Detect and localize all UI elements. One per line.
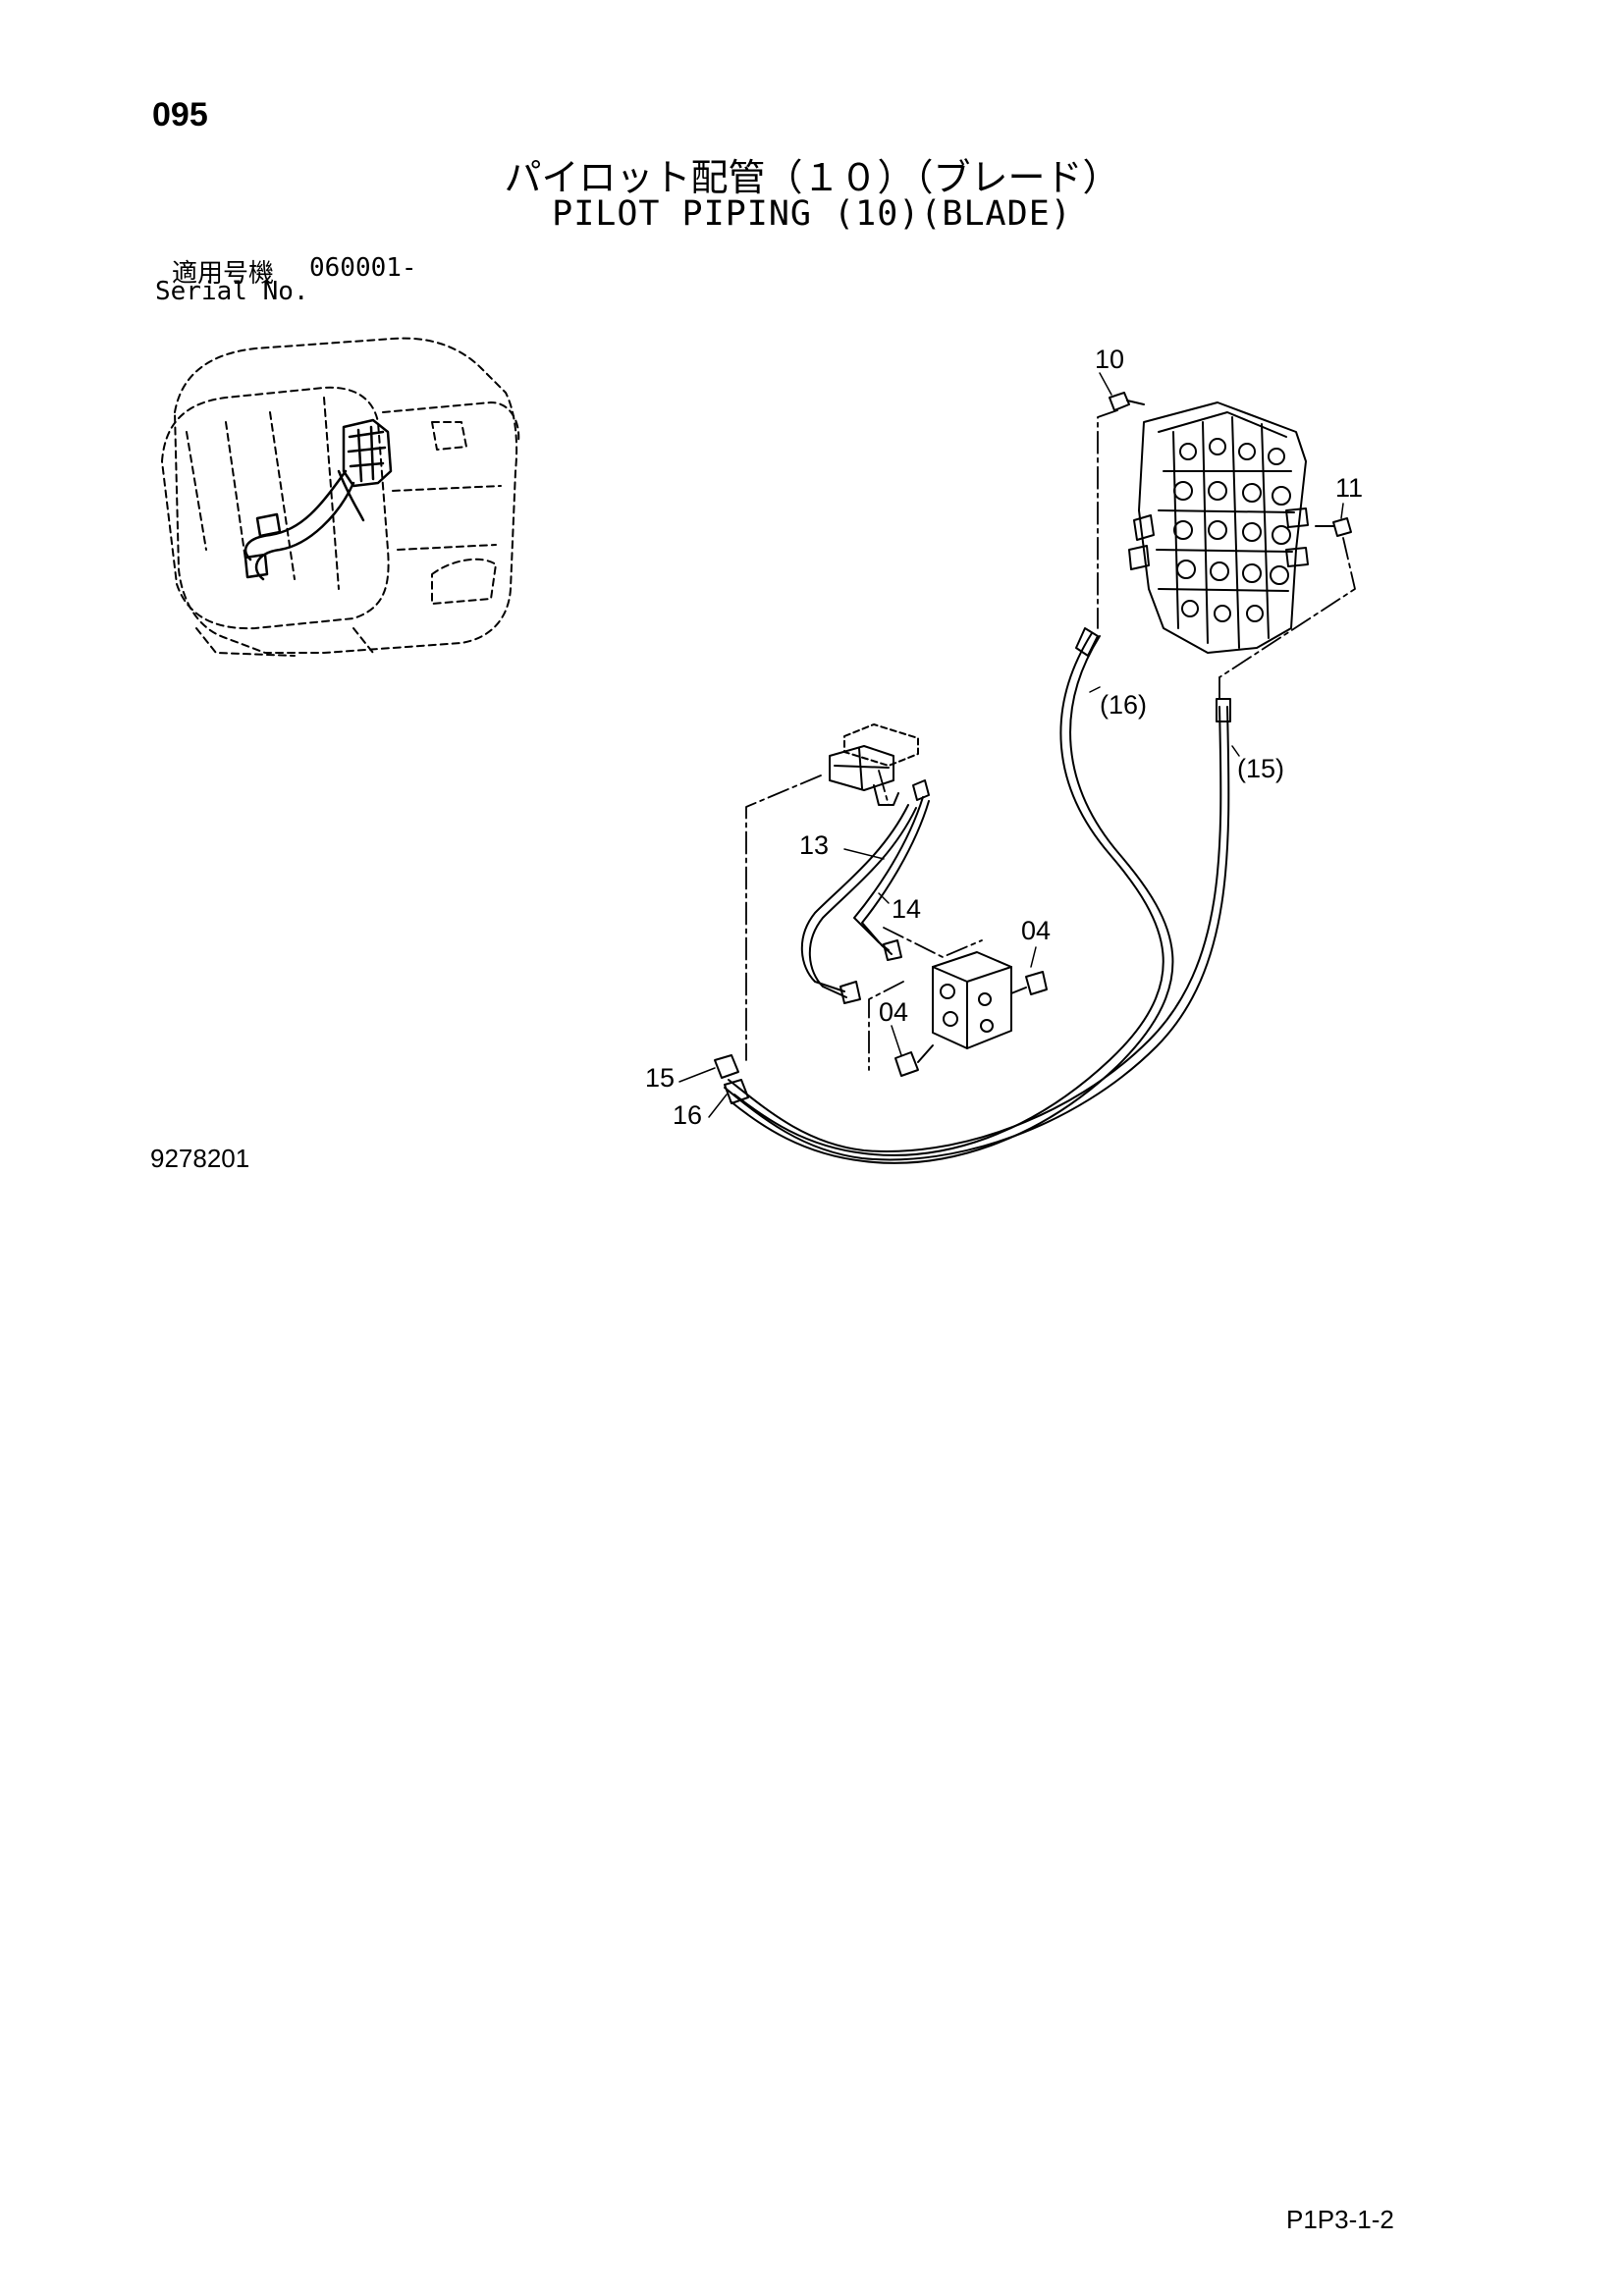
- hose-16: [730, 627, 1174, 1164]
- callout-15: 15: [645, 1063, 675, 1093]
- hose-15: [724, 698, 1231, 1161]
- fitting-10: [1109, 392, 1145, 411]
- callout-04-lower: 04: [879, 997, 908, 1027]
- fitting-04-right: [1025, 971, 1048, 995]
- callout-11: 11: [1335, 473, 1363, 503]
- callout-04-right: 04: [1021, 916, 1051, 945]
- callout-labels: 10 11 (16) (15) 13 14 04 04 15 16: [645, 345, 1363, 1130]
- fitting-15-16-left: [714, 1054, 749, 1104]
- drawing-number: 9278201: [150, 1144, 250, 1173]
- connection-leader-lines: [745, 409, 1356, 1071]
- callout-leaders: [678, 372, 1344, 1118]
- hose-14: [853, 796, 930, 961]
- control-valve-assembly: [1128, 401, 1309, 654]
- title-english: PILOT PIPING (10)(BLADE): [552, 194, 1072, 234]
- callout-16: 16: [673, 1100, 702, 1130]
- page-number: 095: [152, 96, 208, 133]
- pilot-valve: [829, 723, 930, 806]
- serial-number-value: 060001-: [309, 253, 417, 283]
- callout-14: 14: [892, 894, 921, 924]
- machine-location-inset: [161, 337, 520, 657]
- fitting-04-lower: [894, 1044, 934, 1077]
- inset-control-valve-highlight: [244, 418, 393, 581]
- serial-label-japanese: 適用号機: [172, 259, 275, 289]
- solenoid-valve-block: [932, 951, 1027, 1049]
- callout-15-ref: (15): [1237, 754, 1284, 783]
- hose-13: [800, 804, 917, 1004]
- title-japanese: パイロット配管（１０）（ブレード）: [504, 156, 1120, 199]
- page-code: P1P3-1-2: [1286, 2205, 1394, 2234]
- fitting-11: [1315, 517, 1352, 537]
- callout-16-ref: (16): [1100, 690, 1147, 720]
- callout-13: 13: [799, 830, 829, 860]
- callout-10: 10: [1095, 345, 1124, 374]
- serial-label-english: Serial No.: [155, 277, 309, 306]
